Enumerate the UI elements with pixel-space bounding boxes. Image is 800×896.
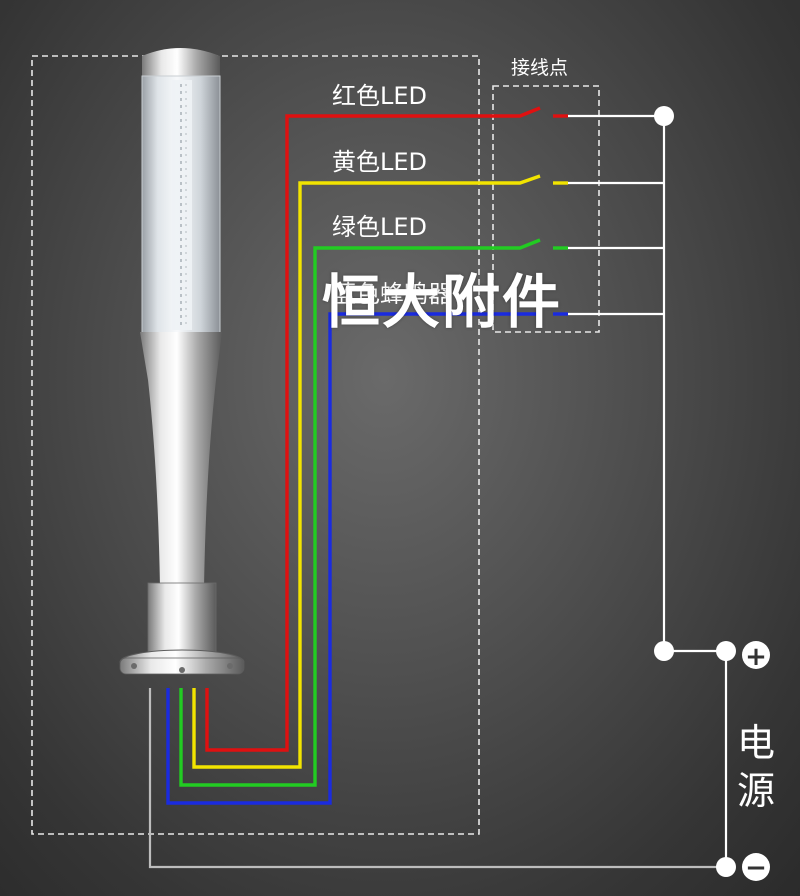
terminal-dashed-box (492, 85, 600, 333)
red-wire (205, 106, 541, 752)
junction-dot-mid (654, 641, 674, 661)
watermark: 恒大附件 (322, 268, 563, 336)
plus-sign: + (745, 642, 767, 672)
junction-dot-plus (716, 641, 736, 661)
tower-lamp (119, 48, 245, 675)
tower-dashed-box (31, 55, 480, 835)
green-led-label: 绿色LED (332, 213, 427, 241)
junction-dot-top (654, 106, 674, 126)
yellow-led-label: 黄色LED (332, 148, 427, 176)
minus-sign: − (745, 853, 767, 883)
blue-wire (166, 312, 540, 805)
power-label-1: 电 (737, 721, 775, 765)
ground-wire (148, 688, 726, 869)
blue-buzzer-label: 蓝色蜂鸣器 (332, 280, 452, 308)
red-led-label: 红色LED (332, 82, 427, 110)
power-label-2: 源 (737, 769, 775, 813)
minus-terminal: − (742, 853, 770, 883)
yellow-wire (192, 174, 541, 769)
plus-terminal: + (742, 641, 770, 672)
green-wire (179, 238, 541, 787)
junction-dot-minus (716, 857, 736, 877)
terminal-label: 接线点 (511, 57, 568, 79)
common-bus (568, 114, 728, 867)
